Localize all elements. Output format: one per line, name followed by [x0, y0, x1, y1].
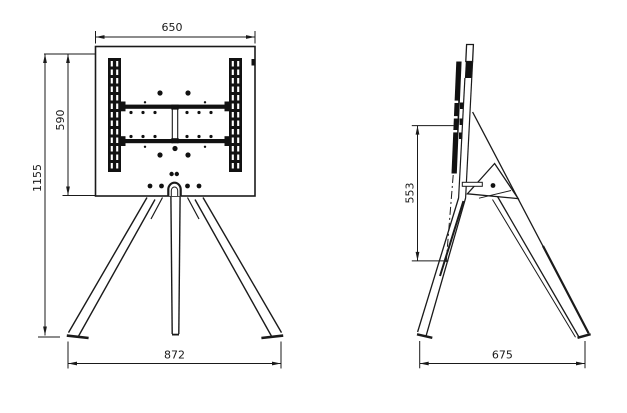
panel-edge-clip	[251, 59, 256, 66]
center-connector	[171, 104, 179, 144]
centerline	[445, 174, 454, 263]
dim-plate-height: 590	[44, 53, 95, 196]
dim-overall-height: 1155	[31, 54, 60, 338]
side-front-leg	[416, 197, 467, 339]
dim-label-553: 553	[404, 183, 417, 204]
dim-label-650: 650	[162, 21, 183, 34]
side-view: 553 675	[404, 43, 591, 369]
upright-strut	[458, 43, 475, 199]
dim-label-872: 872	[164, 349, 185, 362]
hinge-bracket	[461, 181, 483, 187]
front-leg-right	[186, 197, 284, 340]
dim-base-depth: 675	[419, 341, 586, 369]
front-panel	[94, 45, 256, 197]
dim-label-675: 675	[492, 349, 513, 362]
leg-cap	[167, 181, 182, 196]
dim-top-width: 650	[95, 21, 256, 44]
rail-strip-side	[451, 61, 464, 174]
dim-label-1155: 1155	[31, 164, 44, 192]
side-rear-leg	[492, 196, 591, 339]
dim-label-590: 590	[54, 110, 67, 131]
screw-holes	[129, 90, 213, 189]
hinge-head	[466, 162, 520, 200]
front-leg-left	[66, 197, 164, 340]
dim-base-width: 872	[67, 341, 282, 369]
vesa-rail-left	[108, 58, 121, 172]
vesa-rail-right	[229, 58, 242, 172]
center-rear-leg	[170, 196, 181, 336]
front-view: 650 590 1155 872	[31, 21, 284, 369]
dim-mount-height: 553	[404, 125, 454, 262]
pivot-bolt	[490, 183, 496, 188]
